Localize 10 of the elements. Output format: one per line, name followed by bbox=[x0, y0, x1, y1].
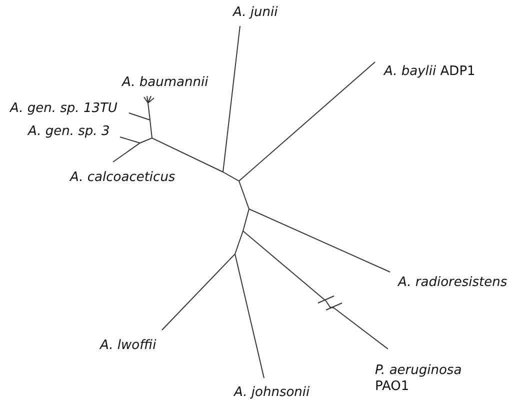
taxon-label: P. aeruginosa PAO1 bbox=[375, 363, 463, 395]
taxon-label: A. johnsonii bbox=[234, 385, 310, 401]
taxon-label: A. baumannii bbox=[122, 75, 208, 91]
taxon-label: A. baylii ADP1 bbox=[384, 64, 476, 80]
taxon-label: A. radioresistens bbox=[398, 275, 508, 291]
taxon-label: A. gen. sp. 3 bbox=[28, 124, 110, 140]
taxon-label: A. junii bbox=[233, 5, 278, 21]
taxon-label: A. calcoaceticus bbox=[70, 170, 176, 186]
taxon-label: A. lwoffii bbox=[100, 338, 156, 354]
taxon-label: A. gen. sp. 13TU bbox=[10, 101, 118, 117]
